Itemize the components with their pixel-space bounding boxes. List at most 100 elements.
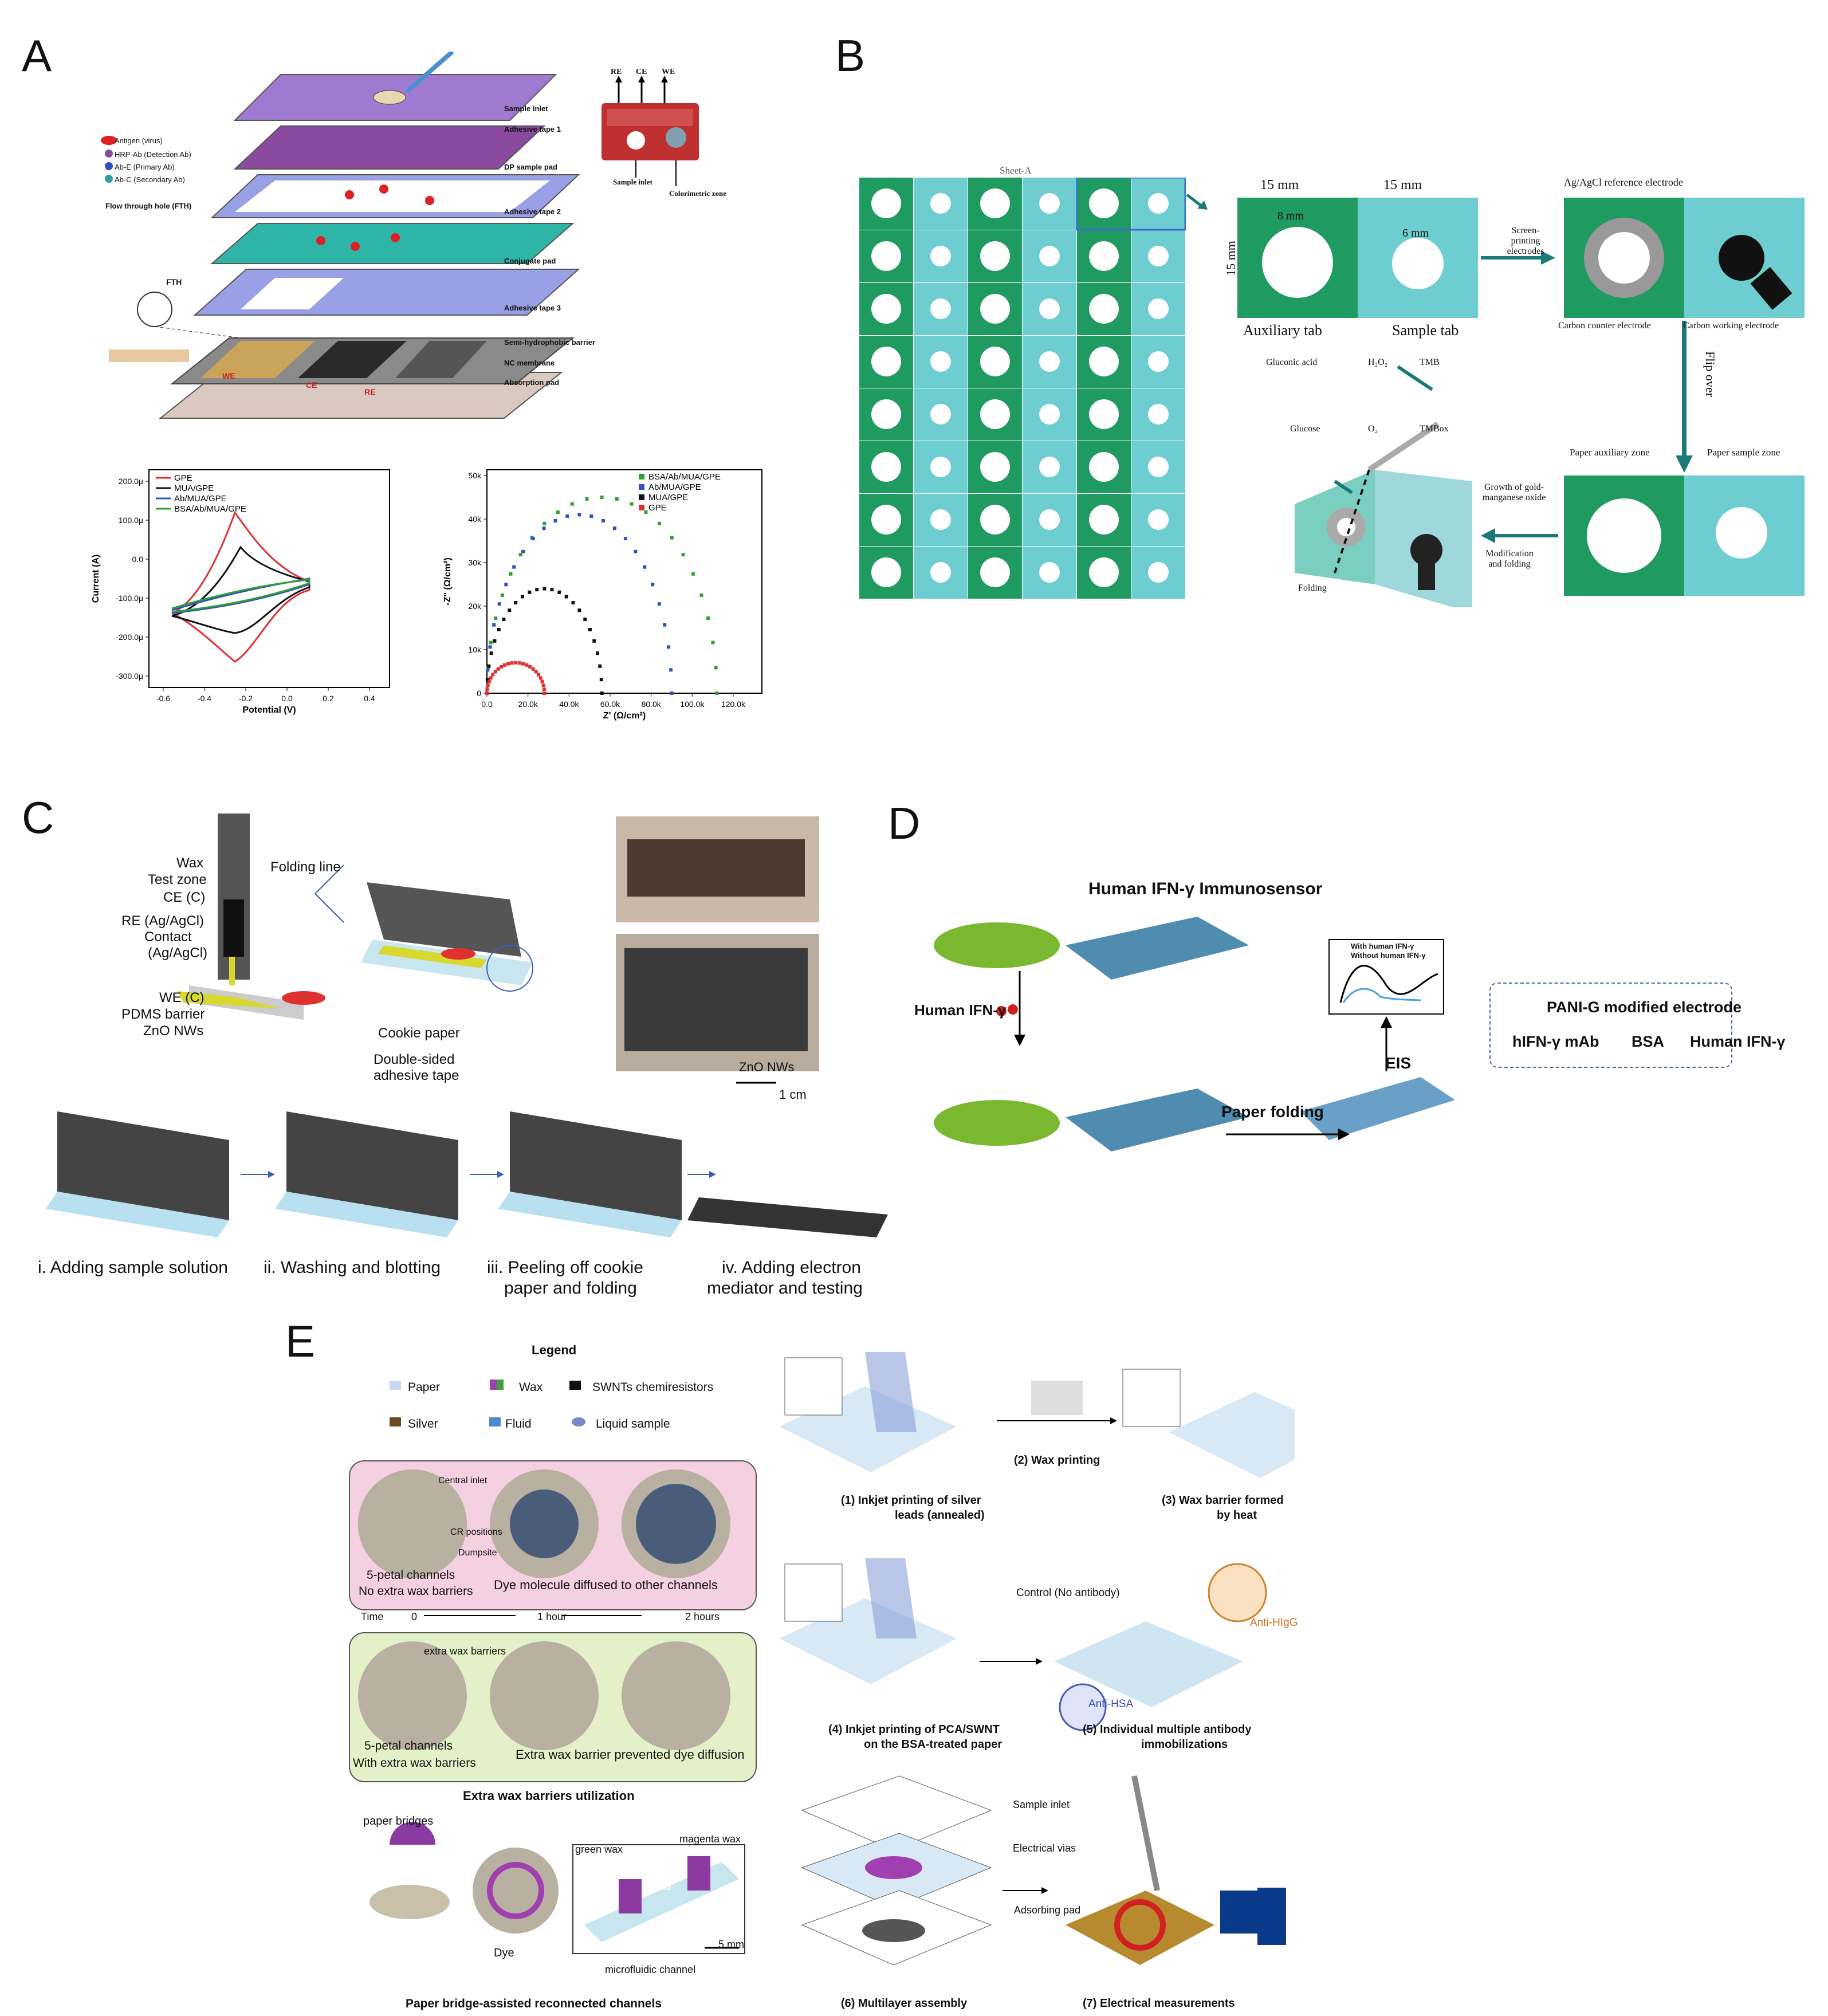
eis-point-2 <box>599 678 603 682</box>
c-step-3a: iii. Peeling off cookie <box>487 1258 643 1277</box>
sheet-hole <box>1089 557 1119 587</box>
e-extra-wax: extra wax barriers <box>424 1645 506 1657</box>
flip-over-label: Flip over <box>1703 351 1718 398</box>
e-c2-title: Extra wax barriers utilization <box>463 1789 635 1803</box>
e-step-6: (6) Multilayer assembly <box>841 1997 968 2010</box>
eis-point-3 <box>542 691 547 695</box>
e-step-1b: leads (annealed) <box>895 1509 985 1522</box>
sheet-hole <box>980 241 1010 271</box>
c-tape-2: adhesive tape <box>374 1068 459 1083</box>
panel-label-a: A <box>22 30 52 81</box>
e-fluid: Fluid <box>651 1883 671 1892</box>
eis-point-1 <box>670 691 674 695</box>
eis-xlabel: Z' (Ω/cm²) <box>603 711 646 721</box>
e-green-wax: green wax <box>575 1844 623 1855</box>
sheet-hole <box>1039 193 1060 214</box>
c-step-4b: mediator and testing <box>707 1279 863 1298</box>
growth-label: Growth of gold-manganese oxide <box>1482 482 1546 502</box>
c-step-2: ii. Washing and blotting <box>264 1258 441 1277</box>
c-folding-line: Folding line <box>270 859 341 875</box>
cv-ytick-label: 100.0μ <box>119 516 143 525</box>
e-time-0: 0 <box>411 1611 418 1622</box>
e-legend-silver: Silver <box>408 1417 438 1431</box>
cv-ytick-label: -100.0μ <box>116 594 143 603</box>
cv-legend-label: MUA/GPE <box>174 484 214 493</box>
device-colorimetric: Colorimetric zone <box>669 189 726 198</box>
eis-point-3 <box>541 683 545 687</box>
cv-ytick-label: 200.0μ <box>119 477 143 486</box>
layer-tape-1: Adhesive tape 1 <box>504 125 561 133</box>
eis-point-0 <box>699 594 703 597</box>
eis-point-0 <box>585 497 589 501</box>
e-step-5b: immobilizations <box>1141 1738 1228 1751</box>
device-we: WE <box>662 68 675 76</box>
e-step-4b: on the BSA-treated paper <box>864 1738 1003 1751</box>
sheet-hole <box>980 188 1010 218</box>
sheet-hole <box>930 298 951 319</box>
eis-point-2 <box>577 608 581 612</box>
sheet-hole <box>1148 509 1169 530</box>
aux-tab-label: Auxiliary tab <box>1243 322 1322 339</box>
eis-point-1 <box>542 526 546 530</box>
sheet-hole <box>980 452 1010 482</box>
e-central-inlet: Central inlet <box>438 1476 488 1486</box>
eis-point-3 <box>534 670 538 674</box>
eis-legend-swatch <box>639 484 644 490</box>
sheet-hole <box>1089 452 1119 482</box>
eis-point-3 <box>514 661 518 665</box>
eis-point-0 <box>542 521 547 525</box>
dim-15mm-a: 15 mm <box>1260 178 1299 192</box>
layer-conjugate-pad: Conjugate pad <box>504 257 556 265</box>
eis-point-1 <box>643 565 647 569</box>
sheet-hole <box>1148 351 1169 372</box>
cv-xtick-label: 0.4 <box>364 694 375 703</box>
modification-label: Modification and folding <box>1485 549 1534 569</box>
e-time: Time <box>361 1611 384 1622</box>
sheet-hole <box>1089 241 1119 271</box>
sheet-hole <box>1148 246 1169 266</box>
d-key-ifn: Human IFN-γ <box>1690 1033 1786 1050</box>
eis-point-3 <box>502 663 506 667</box>
c-zno: ZnO NWs <box>143 1023 204 1039</box>
panel-c-steps <box>46 1111 888 1237</box>
c-pdms: PDMS barrier <box>121 1007 205 1022</box>
c-step-4a: iv. Adding electron <box>722 1258 861 1277</box>
eis-point-2 <box>502 618 506 622</box>
c-step-1: i. Adding sample solution <box>38 1258 228 1277</box>
sheet-hole <box>871 557 901 587</box>
legend-antigen: Antigen (virus) <box>115 136 163 145</box>
eis-point-2 <box>598 664 602 668</box>
eis-xtick-label: 80.0k <box>642 699 662 709</box>
cv-ytick-label: -200.0μ <box>116 632 143 642</box>
eis-point-0 <box>570 502 574 506</box>
dim-6mm: 6 mm <box>1402 227 1429 239</box>
sheet-hole <box>871 505 901 535</box>
eis-point-1 <box>486 668 490 672</box>
eis-xtick-label: 20.0k <box>518 699 538 709</box>
eis-point-3 <box>536 673 540 677</box>
panel-d-diagram <box>934 917 1455 1152</box>
d-legend-without: Without human IFN-γ <box>1351 951 1426 960</box>
h2o2-label: H₂O₂ <box>1368 357 1388 367</box>
cv-legend-label: GPE <box>174 473 192 483</box>
sheet-hole <box>1089 294 1119 324</box>
e-dye: Dye <box>494 1947 514 1959</box>
eis-point-0 <box>706 616 710 620</box>
e-step-5a: (5) Individual multiple antibody <box>1083 1723 1252 1736</box>
sheet-hole <box>930 246 951 266</box>
eis-point-1 <box>657 602 661 606</box>
e-step-3b: by heat <box>1217 1509 1257 1522</box>
cv-legend-label: BSA/Ab/MUA/GPE <box>174 504 246 514</box>
sheet-hole <box>980 557 1010 587</box>
eis-point-2 <box>485 678 489 682</box>
sheet-hole <box>1039 351 1060 372</box>
eis-point-3 <box>525 663 529 667</box>
eis-point-1 <box>497 602 501 606</box>
eis-point-1 <box>512 565 516 569</box>
layer-dp-pad: DP sample pad <box>504 163 557 171</box>
eis-ytick-label: 40k <box>468 514 482 524</box>
eis-xtick-label: 100.0k <box>680 699 705 709</box>
e-scale-5mm: 5 mm <box>718 1939 744 1950</box>
eis-xtick-label: 60.0k <box>600 699 620 709</box>
